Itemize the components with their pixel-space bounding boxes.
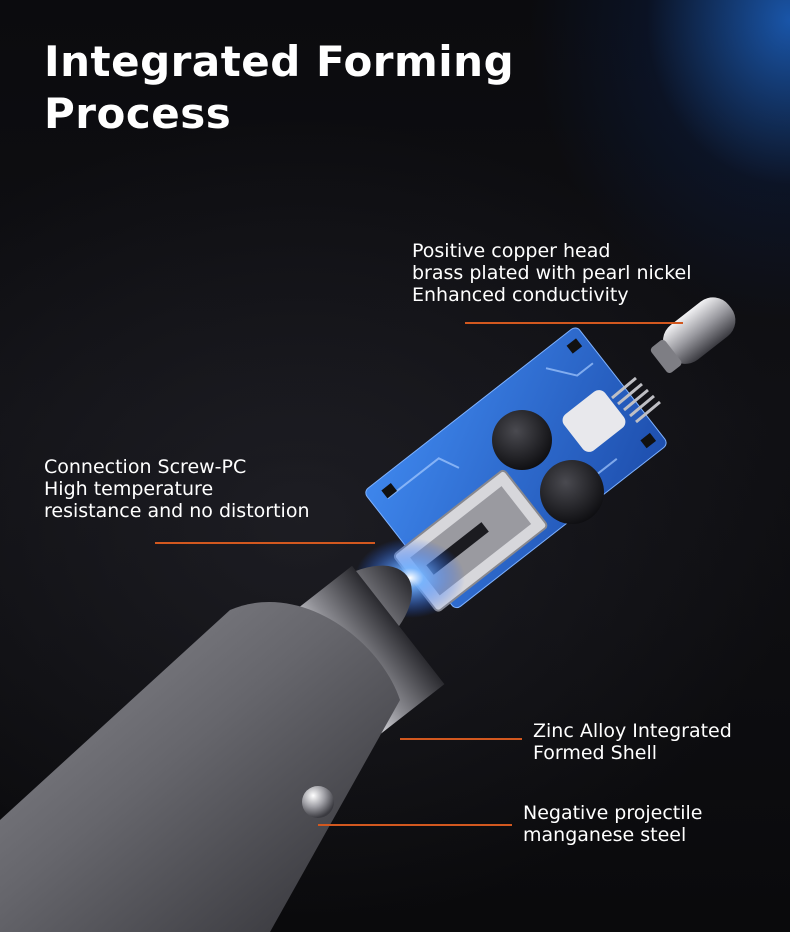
callout-screw-line-1: Connection Screw-PC xyxy=(44,456,247,478)
leader-line-copper-head xyxy=(465,322,683,324)
callout-negative-line-2: manganese steel xyxy=(523,824,687,846)
negative-contact xyxy=(302,786,334,818)
callout-shell-line-1: Zinc Alloy Integrated xyxy=(533,720,732,742)
capacitor-top xyxy=(492,410,552,470)
leader-line-zinc-shell xyxy=(400,738,522,740)
callout-connection-screw: Connection Screw-PC High temperature res… xyxy=(44,456,309,522)
spring xyxy=(611,376,661,424)
callout-shell-line-2: Formed Shell xyxy=(533,742,658,764)
leader-line-negative-projectile xyxy=(318,824,512,826)
callout-copper-head-line-3: Enhanced conductivity xyxy=(412,284,629,306)
capacitor-bottom xyxy=(540,460,604,524)
title-line-1: Integrated Forming xyxy=(44,37,515,86)
copper-tip xyxy=(650,297,736,374)
callout-zinc-shell: Zinc Alloy Integrated Formed Shell xyxy=(533,720,732,764)
leader-line-connection-screw xyxy=(155,542,375,544)
callout-negative-projectile: Negative projectile manganese steel xyxy=(523,802,703,846)
callout-copper-head-line-2: brass plated with pearl nickel xyxy=(412,262,692,284)
title-line-2: Process xyxy=(44,89,232,138)
callout-copper-head: Positive copper head brass plated with p… xyxy=(412,240,692,306)
callout-negative-line-1: Negative projectile xyxy=(523,802,703,824)
callout-copper-head-line-1: Positive copper head xyxy=(412,240,611,262)
callout-screw-line-2: High temperature xyxy=(44,478,214,500)
zinc-alloy-shell xyxy=(0,602,400,932)
page-title: Integrated Forming Process xyxy=(44,36,564,140)
callout-screw-line-3: resistance and no distortion xyxy=(44,500,310,522)
